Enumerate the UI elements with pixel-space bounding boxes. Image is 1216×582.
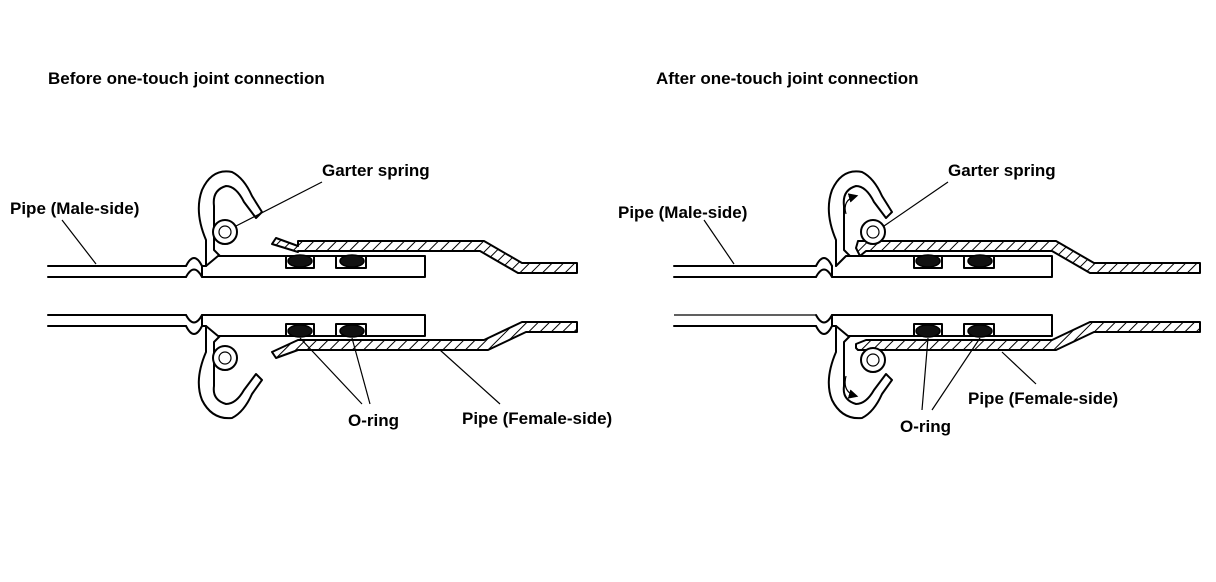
before-upper-half [47, 170, 578, 278]
before-female-pipe-bottom [271, 321, 578, 359]
after-oring-top-2 [967, 254, 993, 268]
after-upper-half [673, 170, 1201, 278]
after-clip-bottom [827, 325, 893, 420]
after-label-o-ring: O-ring [900, 417, 951, 436]
after-label-pipe-female: Pipe (Female-side) [968, 389, 1118, 408]
before-garter-spring-bottom [212, 345, 238, 371]
after-label-garter-spring: Garter spring [948, 161, 1056, 180]
before-panel: Before one-touch joint connection [10, 69, 612, 430]
after-title: After one-touch joint connection [656, 69, 919, 88]
before-lower-half [47, 314, 578, 420]
before-clip-top [197, 170, 263, 267]
after-oring-bottom-1 [915, 324, 941, 338]
before-garter-spring-top [212, 219, 238, 245]
before-oring-bottom-1 [287, 324, 313, 338]
before-label-garter-spring: Garter spring [322, 161, 430, 180]
before-title: Before one-touch joint connection [48, 69, 325, 88]
before-oring-top-2 [339, 254, 365, 268]
after-female-pipe-top [855, 240, 1201, 274]
before-clip-bottom [197, 325, 263, 420]
after-clip-top [827, 170, 893, 267]
after-garter-spring-bottom [860, 347, 886, 373]
after-oring-bottom-2 [967, 324, 993, 338]
after-lower-half [673, 314, 1201, 420]
before-label-pipe-male: Pipe (Male-side) [10, 199, 139, 218]
after-panel: After one-touch joint connection [618, 69, 1201, 436]
before-female-pipe-top [271, 237, 578, 274]
before-label-o-ring: O-ring [348, 411, 399, 430]
after-oring-top-1 [915, 254, 941, 268]
after-garter-spring-top [860, 219, 886, 245]
after-label-pipe-male: Pipe (Male-side) [618, 203, 747, 222]
before-oring-top-1 [287, 254, 313, 268]
before-label-pipe-female: Pipe (Female-side) [462, 409, 612, 428]
after-female-pipe-bottom [855, 321, 1201, 351]
before-oring-bottom-2 [339, 324, 365, 338]
